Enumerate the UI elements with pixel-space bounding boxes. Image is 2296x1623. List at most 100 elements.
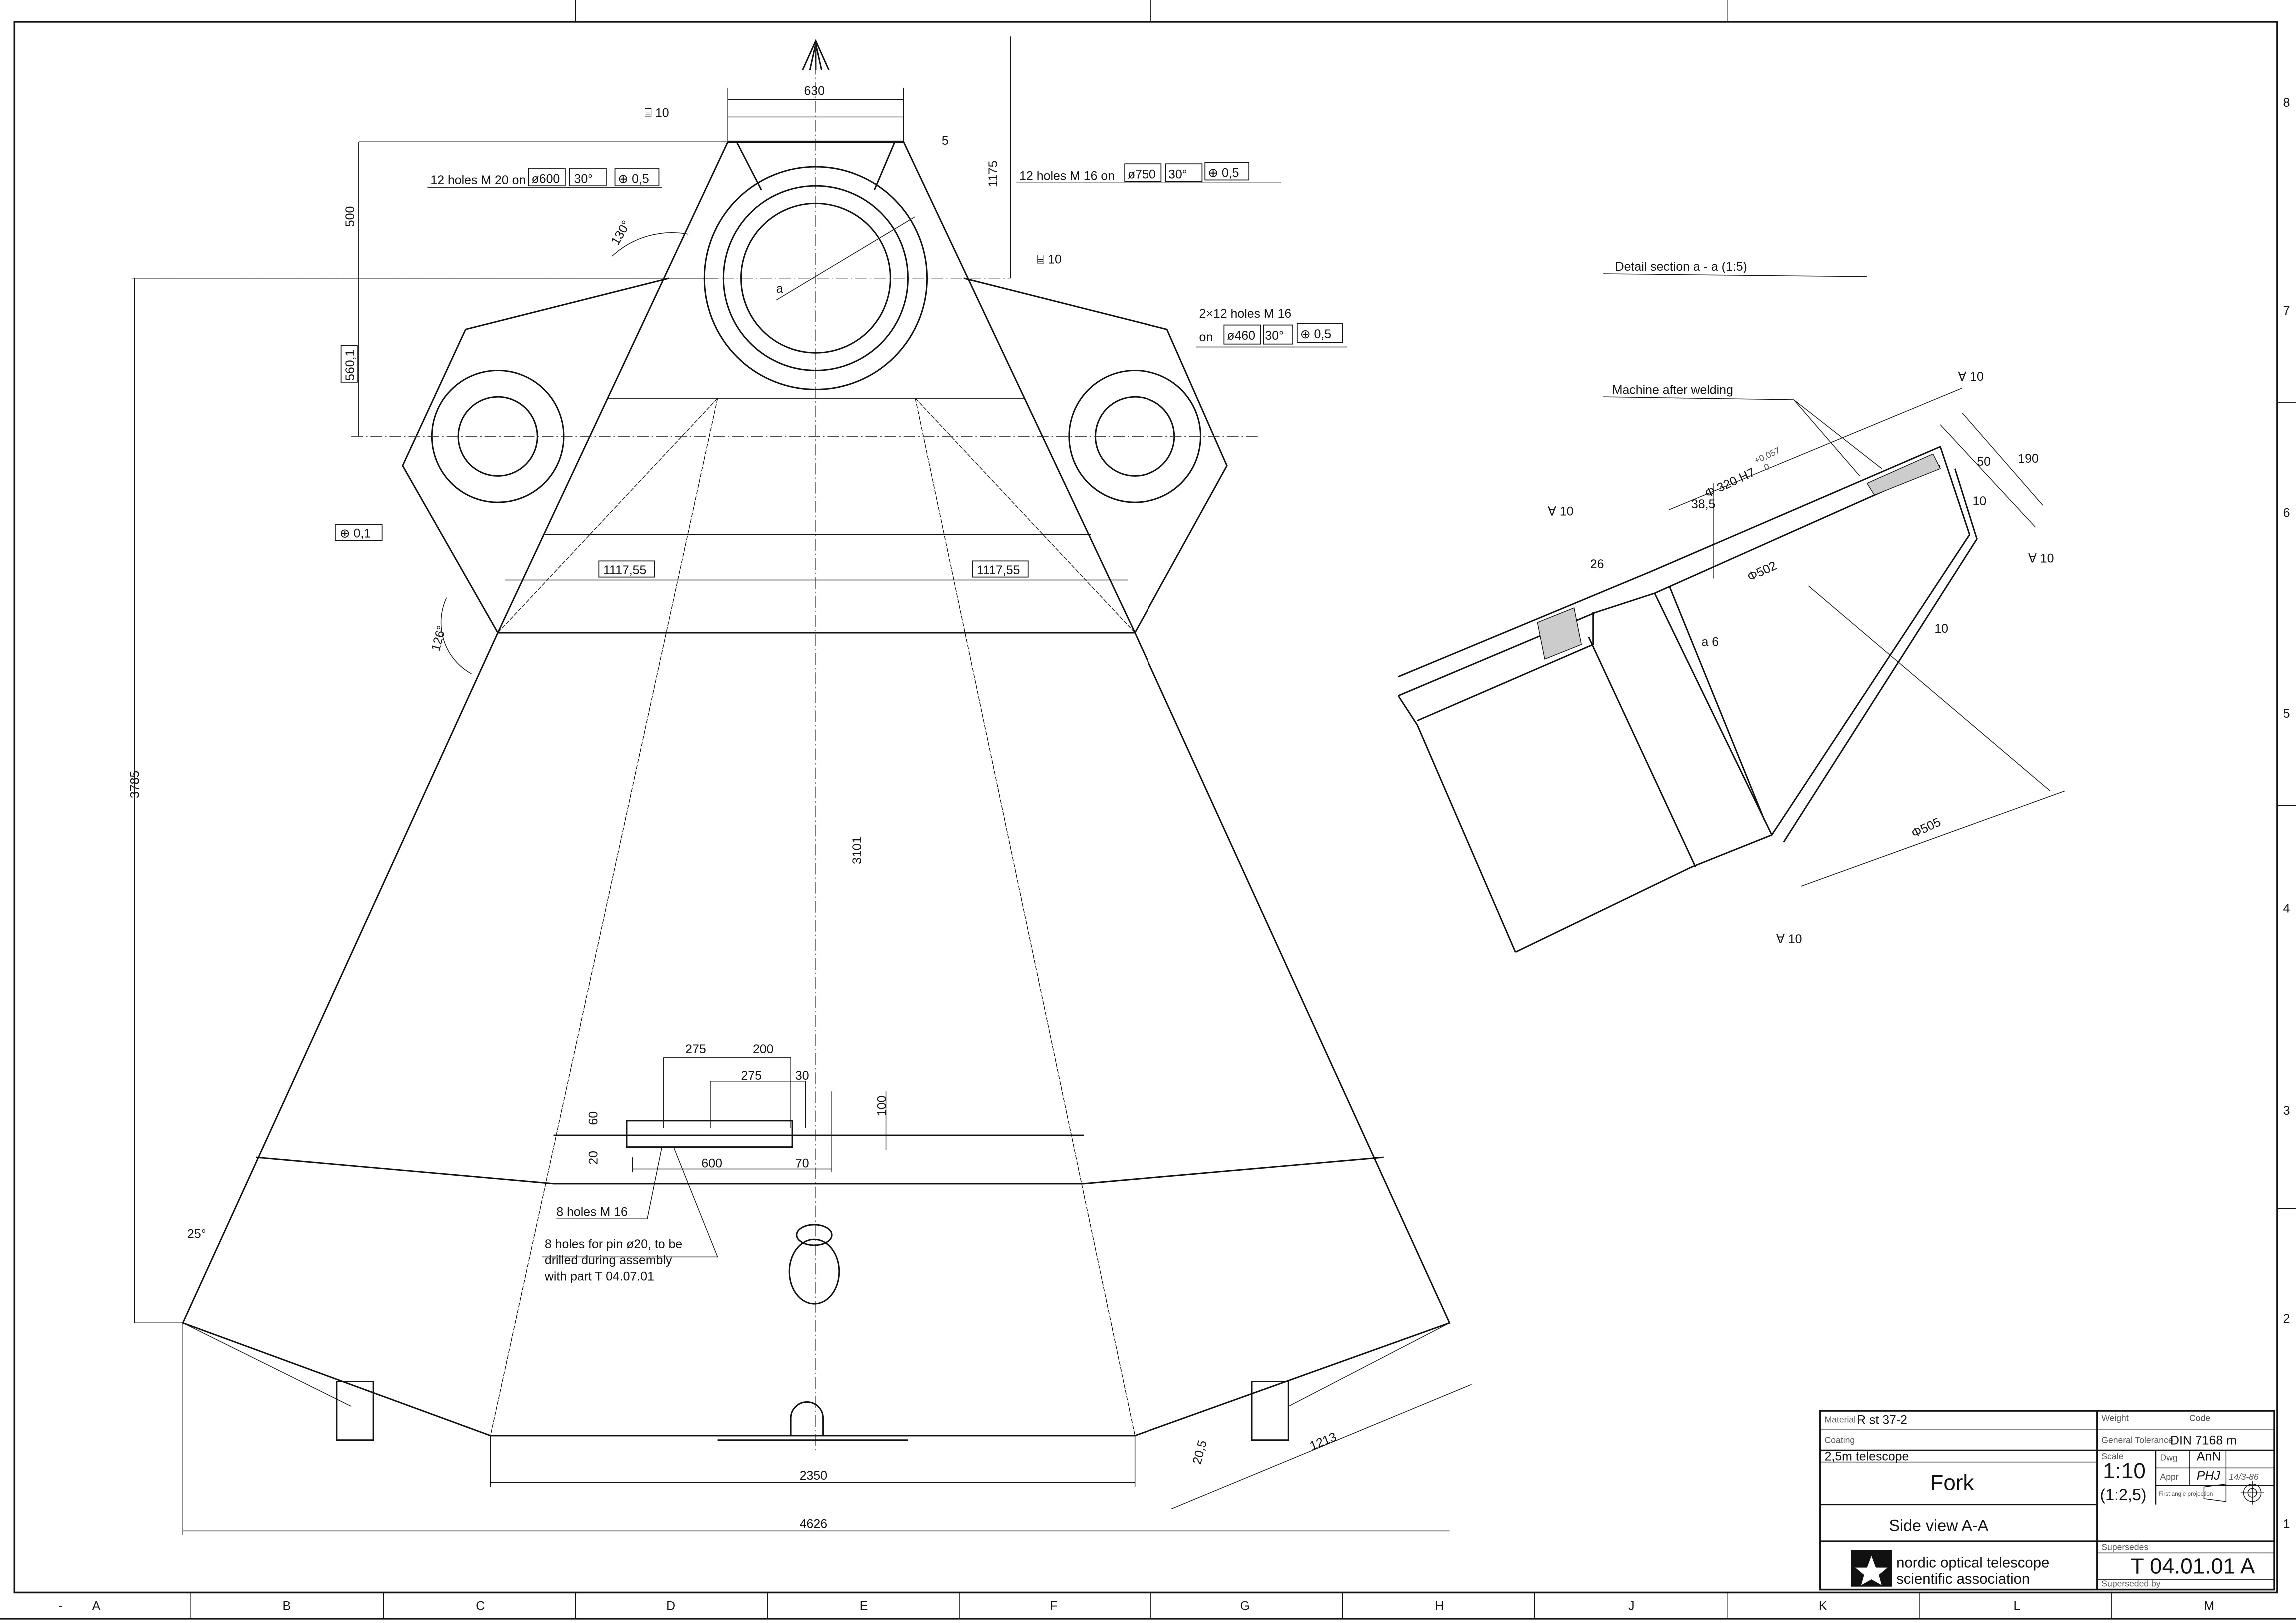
ruler-col: M (2204, 1599, 2214, 1613)
callout-tol: ⊕ 0,5 (1208, 166, 1239, 180)
callout-holes-m20: 12 holes M 20 on ø600 30° ⊕ 0,5 (427, 168, 662, 188)
callout-text: 12 holes M 20 on (430, 173, 526, 187)
tolerance-label: General Tolerance (2101, 1435, 2173, 1445)
ruler-row: 5 (2283, 707, 2290, 721)
note-pin-line3: with part T 04.07.01 (544, 1269, 654, 1283)
detail-section-a-a: Detail section a - a (1:5) Machine after… (1397, 260, 2065, 953)
title-block: Material R st 37-2 Coating Weight Code G… (1819, 1410, 2275, 1591)
callout-angle: 30° (1265, 329, 1284, 343)
ruler-col: D (666, 1599, 675, 1613)
dim-20: 20 (586, 1151, 600, 1165)
ruler-col: B (282, 1599, 291, 1613)
detail-title: Detail section a - a (1:5) (1615, 260, 1747, 274)
ruler-row: 3 (2283, 1104, 2290, 1118)
callout-dia: ø460 (1227, 329, 1255, 343)
dim-275: 275 (741, 1069, 762, 1083)
org-name-line1: nordic optical telescope (1896, 1555, 2049, 1571)
supersedes-label: Supersedes (2101, 1542, 2148, 1552)
ruler-col: F (1050, 1599, 1058, 1613)
chamfer-dim: 5 (942, 134, 949, 148)
dim-100: 100 (875, 1096, 889, 1117)
dim-275: 275 (685, 1042, 706, 1056)
callout-tol: ⊕ 0,5 (618, 172, 649, 186)
angle-130: 130° (608, 218, 633, 248)
callout-holes-m16: 12 holes M 16 on ø750 30° ⊕ 0,5 (1016, 162, 1281, 184)
dwg-label: Dwg (2160, 1453, 2178, 1463)
dim-190: 190 (2018, 452, 2039, 466)
dim-630: 630 (804, 84, 825, 98)
main-view-annotations: 630 ⌸ 10 ⌸ 10 5 500 560,1 1175 3785 3101… (128, 84, 1347, 1531)
dim-560: 560,1 (343, 350, 357, 381)
note-pin-line2: drilled during assembly (545, 1253, 672, 1267)
not-logo-icon (1851, 1550, 1892, 1587)
dim-70: 70 (795, 1157, 809, 1171)
dim-3101: 3101 (850, 837, 864, 864)
weld-symbol: ∀ 10 (2028, 551, 2054, 565)
note-pin-line1: 8 holes for pin ø20, to be (545, 1237, 682, 1251)
ruler-row: 6 (2283, 506, 2290, 520)
dim-50: 50 (1977, 455, 1991, 469)
projection-label: First angle projection (2159, 1491, 2213, 1497)
view-name: Side view A-A (1889, 1516, 1989, 1534)
callout-text: 12 holes M 16 on (1019, 169, 1115, 183)
dim-20-5: 20,5 (1190, 1439, 1210, 1466)
weld-symbol: ∀ 10 (1548, 505, 1574, 519)
weld-symbol-top: ⌸ 10 (644, 106, 669, 120)
detail-geometry (1397, 387, 2065, 953)
org-name-line2: scientific association (1896, 1571, 2030, 1587)
dim-1117-right: 1117,55 (977, 563, 1020, 577)
project-name: 2,5m telescope (1825, 1450, 1909, 1464)
callout-holes-2x12: 2×12 holes M 16 on ø460 30° ⊕ 0,5 (1196, 307, 1347, 348)
weld-symbol: ∀ 10 (1958, 370, 1984, 384)
material-value: R st 37-2 (1857, 1413, 1907, 1427)
dim-1117-left: 1117,55 (603, 563, 646, 577)
weld-symbol: ∀ 10 (1776, 932, 1802, 946)
machine-note: Machine after welding (1612, 383, 1733, 397)
superseded-by-label: Superseded by (2101, 1579, 2160, 1589)
callout-on: on (1199, 330, 1213, 344)
section-mark: a (776, 282, 783, 296)
appr-value: PHJ (2197, 1469, 2221, 1483)
dim-2350: 2350 (800, 1469, 827, 1483)
note-holes-m16: 8 holes M 16 (556, 1205, 627, 1219)
dim-200: 200 (753, 1042, 774, 1056)
callout-text: 2×12 holes M 16 (1199, 307, 1292, 321)
appr-label: Appr (2160, 1472, 2179, 1482)
ruler-col: A (92, 1599, 101, 1613)
dim-30: 30 (795, 1069, 809, 1083)
ruler-row: 4 (2283, 902, 2290, 916)
ruler-col: - (58, 1599, 62, 1613)
dim-1175: 1175 (986, 161, 1000, 188)
dim-3785: 3785 (128, 771, 142, 798)
fit-tolerance: Φ 320 H7 +0,057 0 (1703, 445, 1782, 501)
dim-10: 10 (1973, 494, 1987, 508)
ruler-col: L (2014, 1599, 2021, 1613)
ruler-col: E (860, 1599, 868, 1613)
dim-38-5: 38,5 (1691, 497, 1715, 511)
fork-side-view (131, 36, 1472, 1536)
drawing-frame (13, 21, 2278, 1594)
weld-a6: a 6 (1701, 635, 1719, 649)
fit-dia: Φ 320 H7 (1703, 465, 1757, 501)
first-angle-projection-icon (2203, 1481, 2264, 1505)
ruler-right: 1 2 3 4 5 6 7 8 (2283, 96, 2290, 1531)
ruler-col: K (1819, 1599, 1827, 1613)
callout-dia: ø600 (532, 172, 560, 186)
ruler-col: J (1628, 1599, 1634, 1613)
ruler-col: C (476, 1599, 485, 1613)
dim-60: 60 (586, 1111, 600, 1125)
approval-date: 14/3-86 (2229, 1472, 2259, 1482)
material-label: Material (1825, 1415, 1856, 1425)
callout-tol: ⊕ 0,5 (1300, 327, 1331, 341)
callout-angle: 30° (1168, 168, 1187, 182)
weld-symbol-right: ⌸ 10 (1037, 252, 1062, 266)
scale-value: 1:10 (2103, 1459, 2146, 1483)
drawing-number: T 04.01.01 A (2131, 1554, 2255, 1578)
part-name: Fork (1930, 1470, 1975, 1495)
dim-26: 26 (1590, 557, 1604, 571)
ruler-row: 8 (2283, 96, 2290, 110)
angle-25: 25° (187, 1227, 206, 1241)
plate-dimensions: 275 200 275 30 60 20 600 70 100 (586, 1042, 889, 1172)
